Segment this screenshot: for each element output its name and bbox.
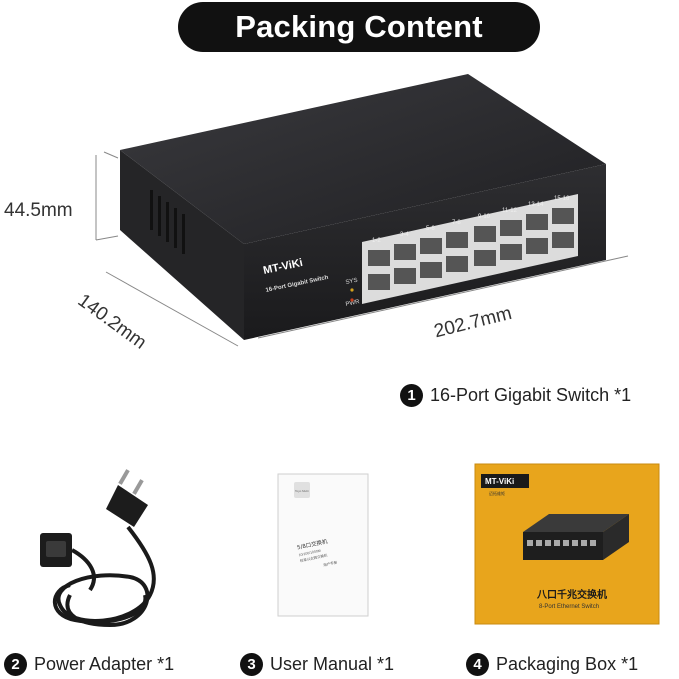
item-caption-4: 4 Packaging Box *1 xyxy=(466,653,638,676)
manual-line3: 用户手册 xyxy=(323,559,338,567)
user-manual-illustration: Toyo Multi 5/8口交换机 10/100/1000M 标准以太网交换机… xyxy=(277,473,369,617)
item-number-badge: 4 xyxy=(466,653,489,676)
port-label: 7-8 xyxy=(452,220,461,226)
port-label: 5-6 xyxy=(426,226,435,232)
item-number-badge: 1 xyxy=(400,384,423,407)
packaging-box-illustration: MT-ViKi 迈拓维矩 八口千兆交换机 8-Port Ethernet Swi… xyxy=(474,463,660,625)
item-label: User Manual *1 xyxy=(270,654,395,674)
item-label: 16-Port Gigabit Switch *1 xyxy=(430,385,632,405)
manual-line1: 10/100/1000M xyxy=(298,549,321,558)
item-number-badge: 3 xyxy=(240,653,263,676)
page-title-pill: Packing Content xyxy=(178,2,540,52)
page-title: Packing Content xyxy=(235,9,483,44)
pwr-led xyxy=(350,298,354,302)
manual-line2: 标准以太网交换机 xyxy=(299,552,328,563)
port-label: 1-2 xyxy=(372,238,381,244)
port-label: 11-12 xyxy=(502,208,518,214)
port-panel xyxy=(362,194,578,304)
box-title: 八口千兆交换机 xyxy=(536,588,607,601)
switch-illustration: 1-2 3-4 5-6 7-8 9-10 11-12 13-14 15-16 M… xyxy=(95,74,629,347)
box-brand: MT-ViKi xyxy=(485,477,514,486)
item-caption-3: 3 User Manual *1 xyxy=(240,653,394,676)
port-label: 15-16 xyxy=(554,196,570,202)
manual-corner-text: Toyo Multi xyxy=(295,489,309,493)
item-label: Power Adapter *1 xyxy=(34,654,175,674)
item-caption-1: 1 16-Port Gigabit Switch *1 xyxy=(400,384,631,407)
item-caption-2: 2 Power Adapter *1 xyxy=(4,653,174,676)
power-adapter-illustration xyxy=(40,469,156,628)
box-subtitle: 8-Port Ethernet Switch xyxy=(539,604,599,610)
pwr-led-label: PWR xyxy=(345,299,361,308)
switch-vents xyxy=(150,190,185,254)
switch-top xyxy=(120,74,606,244)
sys-led-label: SYS xyxy=(345,278,358,286)
port-label: 9-10 xyxy=(478,214,491,220)
port-label: 3-4 xyxy=(400,232,409,238)
box-brand-sub: 迈拓维矩 xyxy=(489,490,505,496)
port-label: 13-14 xyxy=(528,202,544,208)
item-label: Packaging Box *1 xyxy=(496,654,639,674)
dimension-height: 44.5mm xyxy=(4,200,73,221)
sys-led xyxy=(350,288,354,292)
item-number-badge: 2 xyxy=(4,653,27,676)
